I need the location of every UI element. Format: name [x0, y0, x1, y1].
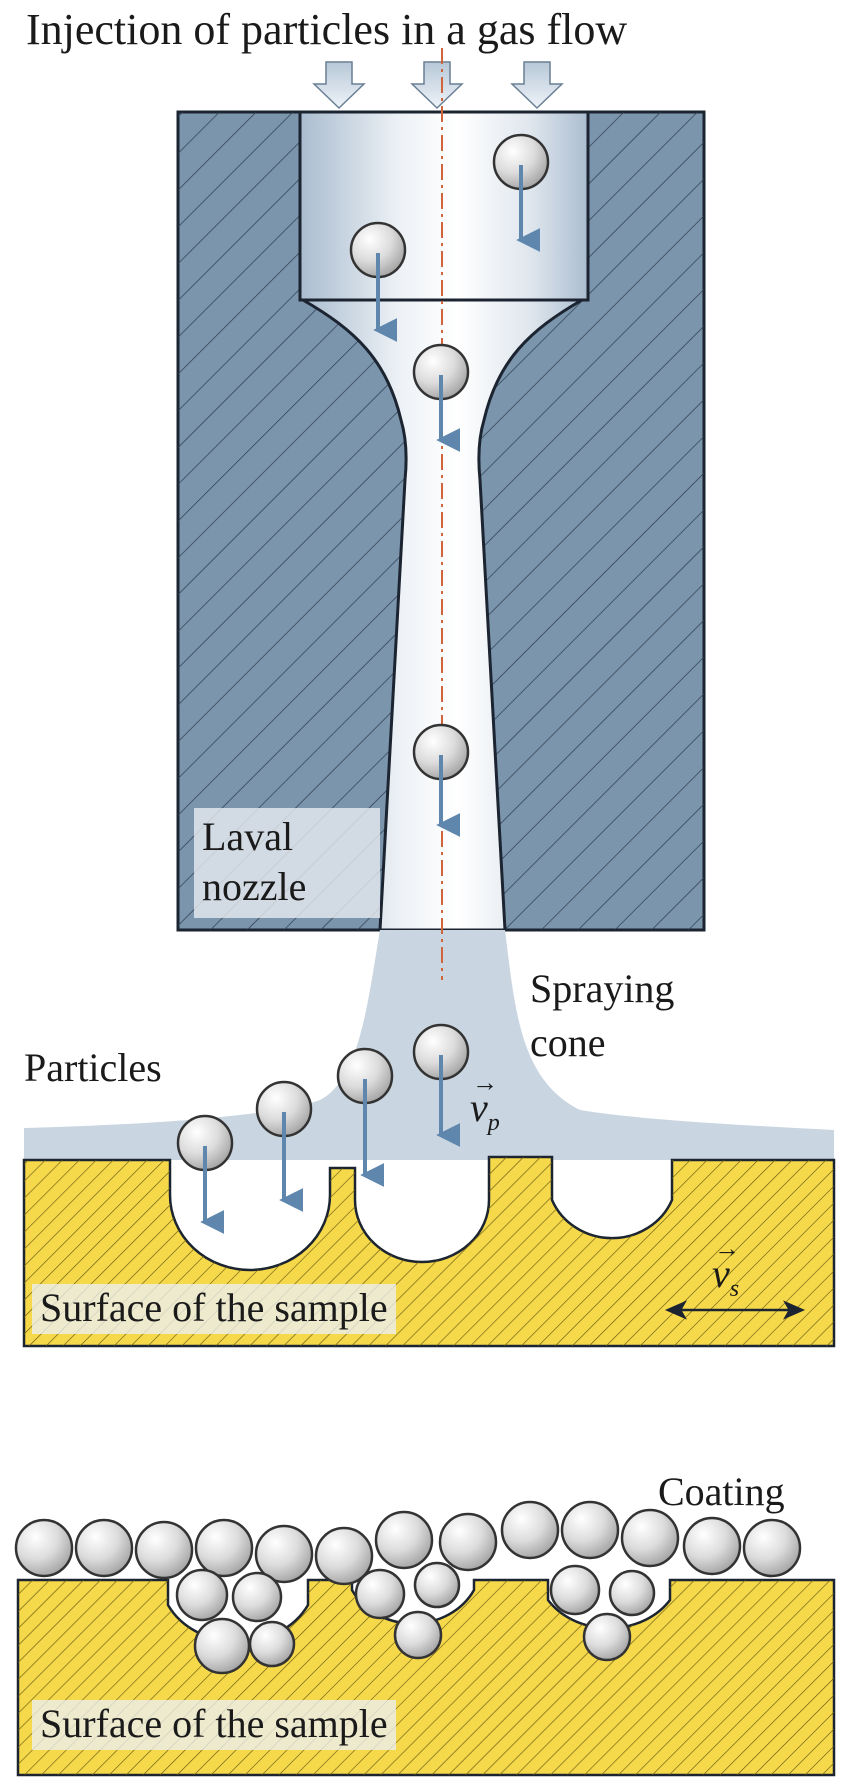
injection-arrow-center	[410, 61, 464, 110]
particles-label: Particles	[24, 1045, 162, 1090]
spraying-cone-label: Spraying cone	[530, 966, 675, 1065]
velocity-subscript: p	[487, 1110, 500, 1136]
laval-nozzle-label: Laval nozzle	[194, 808, 380, 918]
surface-label-bottom: Surface of the sample	[32, 1700, 396, 1750]
vector-arrow-glyph: →	[714, 1234, 740, 1263]
injection-arrows	[312, 61, 564, 110]
particle-velocity-label: → vp	[470, 1070, 500, 1136]
coating-label: Coating	[658, 1469, 785, 1514]
velocity-symbol: v	[712, 1251, 730, 1296]
surface-label-top: Surface of the sample	[32, 1284, 396, 1334]
particle-velocity-arrows	[200, 165, 541, 1234]
velocity-subscript: s	[729, 1276, 740, 1302]
coating-particles	[14, 1500, 802, 1675]
injection-arrow-right	[510, 61, 564, 110]
surface-velocity-arrow	[664, 1300, 806, 1320]
injection-arrow-left	[312, 61, 366, 110]
flying-particles	[176, 133, 550, 1172]
vector-arrow-glyph: →	[472, 1068, 498, 1097]
diagram-title: Injection of particles in a gas flow	[26, 5, 628, 54]
velocity-symbol: v	[470, 1085, 488, 1130]
surface-velocity-label: → vs	[712, 1236, 740, 1302]
